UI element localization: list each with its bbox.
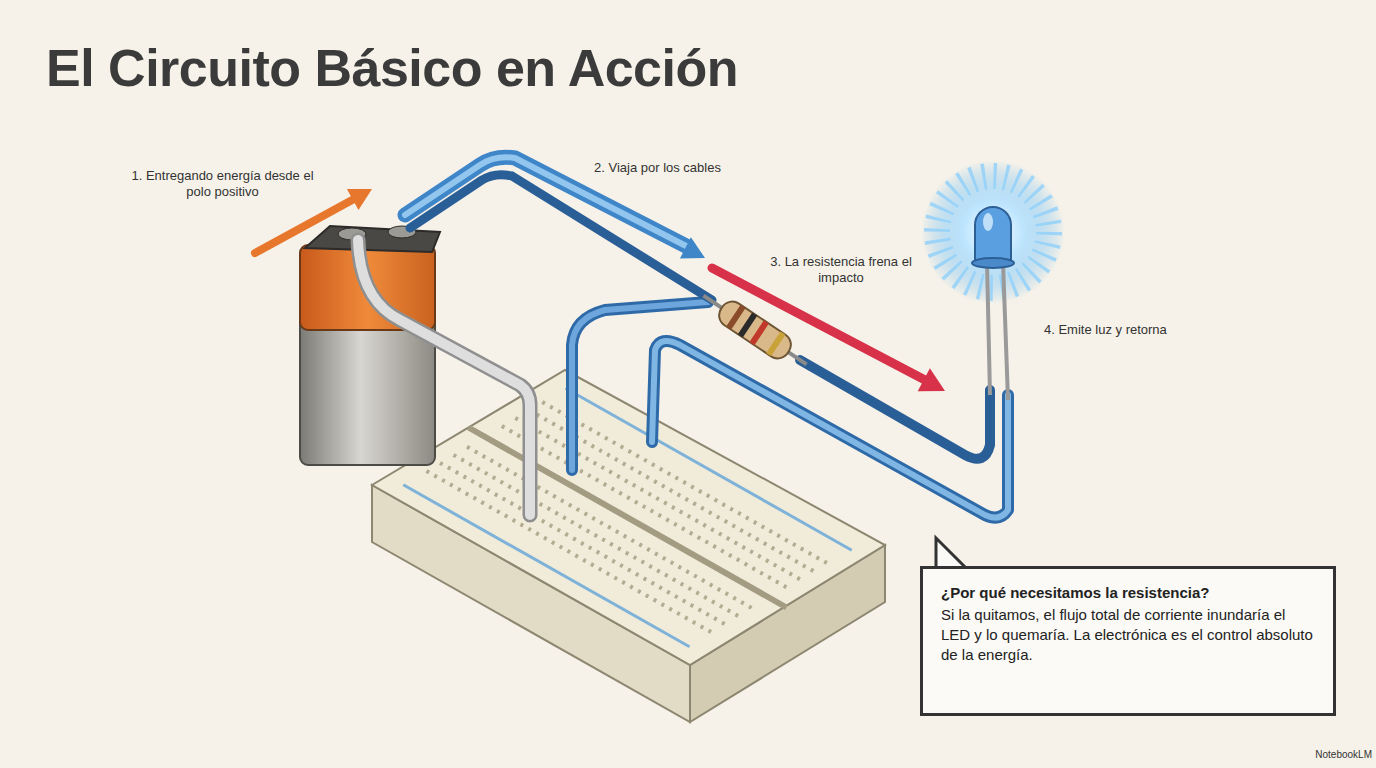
battery	[300, 226, 440, 465]
resistor-symbol	[696, 285, 814, 375]
led	[921, 160, 1065, 400]
title: El Circuito Básico en Acción	[46, 38, 738, 98]
callout-body: Si la quitamos, el flujo total de corrie…	[941, 605, 1315, 665]
callout-heading: ¿Por qué necesitamos la resistencia?	[941, 583, 1315, 603]
step-label: 3. La resistencia frena el impacto	[768, 254, 914, 286]
flow-arrows	[255, 189, 945, 391]
watermark: NotebookLM	[1270, 748, 1374, 761]
callout-box: ¿Por qué necesitamos la resistencia?Si l…	[920, 566, 1336, 716]
wires	[358, 157, 1008, 517]
step-label: 2. Viaja por los cables	[592, 160, 786, 176]
step-label: 4. Emite luz y retorna	[1042, 322, 1236, 338]
callout-pointer	[936, 538, 966, 568]
step-label: 1. Entregando energía desde el polo posi…	[118, 168, 327, 200]
